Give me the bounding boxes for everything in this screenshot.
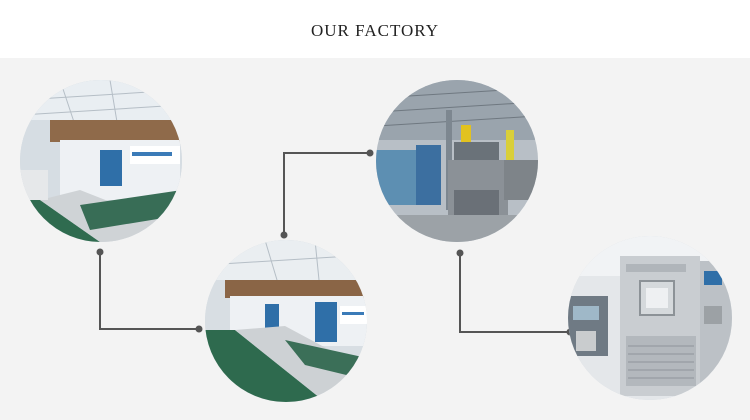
- factory-photo-assembly-line: [20, 80, 182, 242]
- page-title: OUR FACTORY: [311, 21, 439, 40]
- connector-dot: [195, 325, 203, 333]
- factory-photo-test-chamber: [568, 236, 732, 400]
- connector-line-2: [283, 152, 370, 235]
- connector-dot: [280, 231, 288, 239]
- connector-line-1: [99, 252, 199, 330]
- connector-dot: [456, 249, 464, 257]
- connector-line-3: [459, 253, 570, 333]
- header-bar: OUR FACTORY: [0, 0, 750, 58]
- factory-photo-assembly-line-close: [205, 240, 367, 402]
- factory-photo-hydraulic-press: [376, 80, 538, 242]
- connector-dot: [96, 248, 104, 256]
- connector-dot: [366, 149, 374, 157]
